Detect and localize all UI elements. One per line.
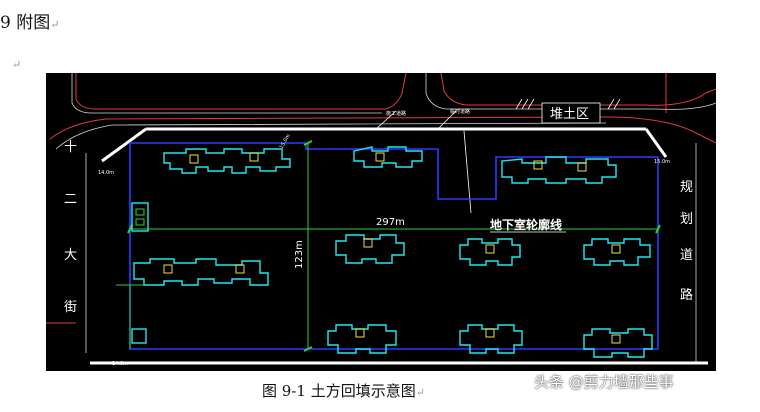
street-char-2: 二: [64, 192, 77, 207]
street-char-4: 街: [64, 300, 77, 315]
width-dimension: 297m: [376, 217, 405, 228]
elevation-label-b: 15.0m: [654, 159, 670, 165]
elevation-label-d: 14.0m: [112, 361, 128, 367]
stockpile-box: [541, 102, 601, 124]
elevation-label-a: 14.0m: [98, 170, 114, 176]
fence-diagonal-left: [101, 127, 147, 163]
building-accents: [163, 152, 621, 344]
caption-text: 图 9-1 土方回填示意图: [262, 382, 416, 400]
heading-text: 附图: [16, 13, 51, 33]
basement-outline-label: 地下室轮廓线: [490, 217, 562, 232]
small-building-hatch: [135, 208, 145, 226]
road-label-1: 施工道路: [386, 110, 406, 117]
small-building-1: [131, 202, 149, 232]
street-char-1: 十: [64, 140, 77, 155]
height-dimension: 123m: [294, 240, 305, 269]
basement-outline: [129, 142, 659, 350]
street-char-3: 大: [64, 248, 77, 263]
figure-caption: 图 9-1 土方回填示意图↵: [262, 380, 425, 401]
site-plan: 297m 123m 地下室轮廓线 堆土区 施工道路 临时道路 14.0m 15.…: [46, 73, 716, 371]
cad-drawing: 297m 123m 地下室轮廓线 堆土区 施工道路 临时道路 14.0m 15.…: [46, 73, 716, 371]
building-a: [163, 148, 291, 174]
road-char-2: 划: [680, 212, 693, 227]
buildings: [131, 146, 653, 358]
road-char-1: 规: [680, 180, 693, 195]
heading-number: 9: [0, 13, 11, 33]
building-f: [459, 238, 521, 266]
building-g: [583, 238, 651, 266]
building-d: [133, 258, 269, 286]
road-char-3: 道: [680, 248, 693, 263]
stockpile-label: 堆土区: [550, 107, 589, 122]
building-e: [335, 234, 405, 264]
small-building-2: [131, 328, 147, 344]
paragraph-mark: ↵: [415, 386, 425, 399]
stockpile-hatch: [515, 98, 621, 110]
road-name-right: 规 划 道 路: [680, 180, 693, 303]
paragraph-mark: ↵: [50, 18, 60, 31]
building-i: [459, 324, 523, 354]
building-h: [327, 324, 397, 354]
building-c: [501, 156, 617, 184]
watermark-text: 头条 @剪力墙那些事: [534, 373, 674, 391]
dimension-ticks: [127, 140, 661, 352]
section-heading: 9 附图↵: [0, 8, 59, 33]
watermark: 头条 @剪力墙那些事: [508, 371, 674, 392]
paragraph-mark: ↵: [12, 58, 22, 71]
dimension-lines: [116, 143, 658, 349]
road-label-2: 临时道路: [450, 108, 470, 115]
building-b: [353, 146, 423, 168]
road-char-4: 路: [680, 287, 693, 303]
fence-diagonal-right: [644, 128, 668, 158]
building-j: [583, 328, 653, 358]
street-name-left: 十 二 大 街: [64, 140, 77, 315]
road-edges: [55, 73, 716, 363]
wechat-bubble-icon: [508, 373, 530, 391]
